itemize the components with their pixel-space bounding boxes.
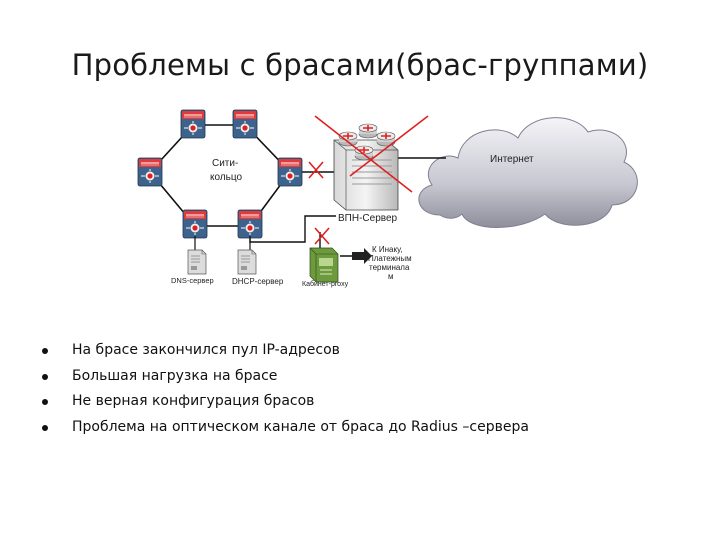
internet-label: Интернет xyxy=(490,154,534,165)
dns-server-icon xyxy=(187,249,207,275)
bullet-icon xyxy=(42,424,48,431)
network-diagram: Интернет Сити- кольцо ВПН-Сервер xyxy=(137,109,638,288)
problem-list-item: Проблема на оптическом канале от браса д… xyxy=(42,415,529,441)
ring-switch-icon xyxy=(182,209,208,239)
dns-server-label: DNS-сервер xyxy=(171,276,214,285)
ring-switch-icon xyxy=(237,209,263,239)
proxy-label: Кабинет-proxy xyxy=(302,280,349,288)
ring-switch-icon xyxy=(277,157,303,187)
payment-label-line2: Платежным xyxy=(368,254,412,263)
ring-switch-icon xyxy=(232,109,258,139)
ring-switch-icon xyxy=(180,109,206,139)
router-icon xyxy=(338,131,358,147)
proxy-server-icon xyxy=(309,247,339,283)
bullet-icon xyxy=(42,399,48,405)
problem-list-item: На брасе закончился пул IP-адресов xyxy=(42,338,529,364)
slide-title: Проблемы с брасами(брас-группами) xyxy=(71,48,649,82)
large-failure-cross-icon xyxy=(314,115,429,193)
problem-text: Проблема на оптическом канале от браса д… xyxy=(72,418,529,435)
failure-cross-icon xyxy=(314,227,330,245)
bullet-icon xyxy=(42,373,48,380)
problem-text: На брасе закончился пул IP-адресов xyxy=(72,342,340,358)
problem-list-item: Не верная конфигурация брасов xyxy=(42,389,529,415)
payment-label-line1: К Инаку, xyxy=(372,245,403,254)
problem-list: На брасе закончился пул IP-адресов Больш… xyxy=(42,338,529,440)
problem-text: Не верная конфигурация брасов xyxy=(72,393,315,409)
arrow-icon xyxy=(352,248,372,264)
failure-cross-icon xyxy=(308,161,324,179)
dhcp-server-label: DHCP-сервер xyxy=(232,277,284,286)
problem-text: Большая нагрузка на брасе xyxy=(72,367,278,384)
ring-label-line1: Сити- xyxy=(212,158,238,169)
problem-list-item: Большая нагрузка на брасе xyxy=(42,364,529,390)
ring-switch-icon xyxy=(137,157,163,187)
router-icon xyxy=(358,123,378,139)
bullet-icon xyxy=(42,348,48,354)
router-icon xyxy=(354,145,374,161)
dhcp-server-icon xyxy=(237,249,257,275)
payment-label-line3: терминала xyxy=(369,263,410,272)
vpn-server-label: ВПН-Сервер xyxy=(338,213,398,224)
payment-label-line4: м xyxy=(388,272,394,281)
internet-cloud-icon xyxy=(418,117,638,228)
vpn-server-icon xyxy=(333,139,399,211)
ring-label-line2: кольцо xyxy=(210,172,242,183)
